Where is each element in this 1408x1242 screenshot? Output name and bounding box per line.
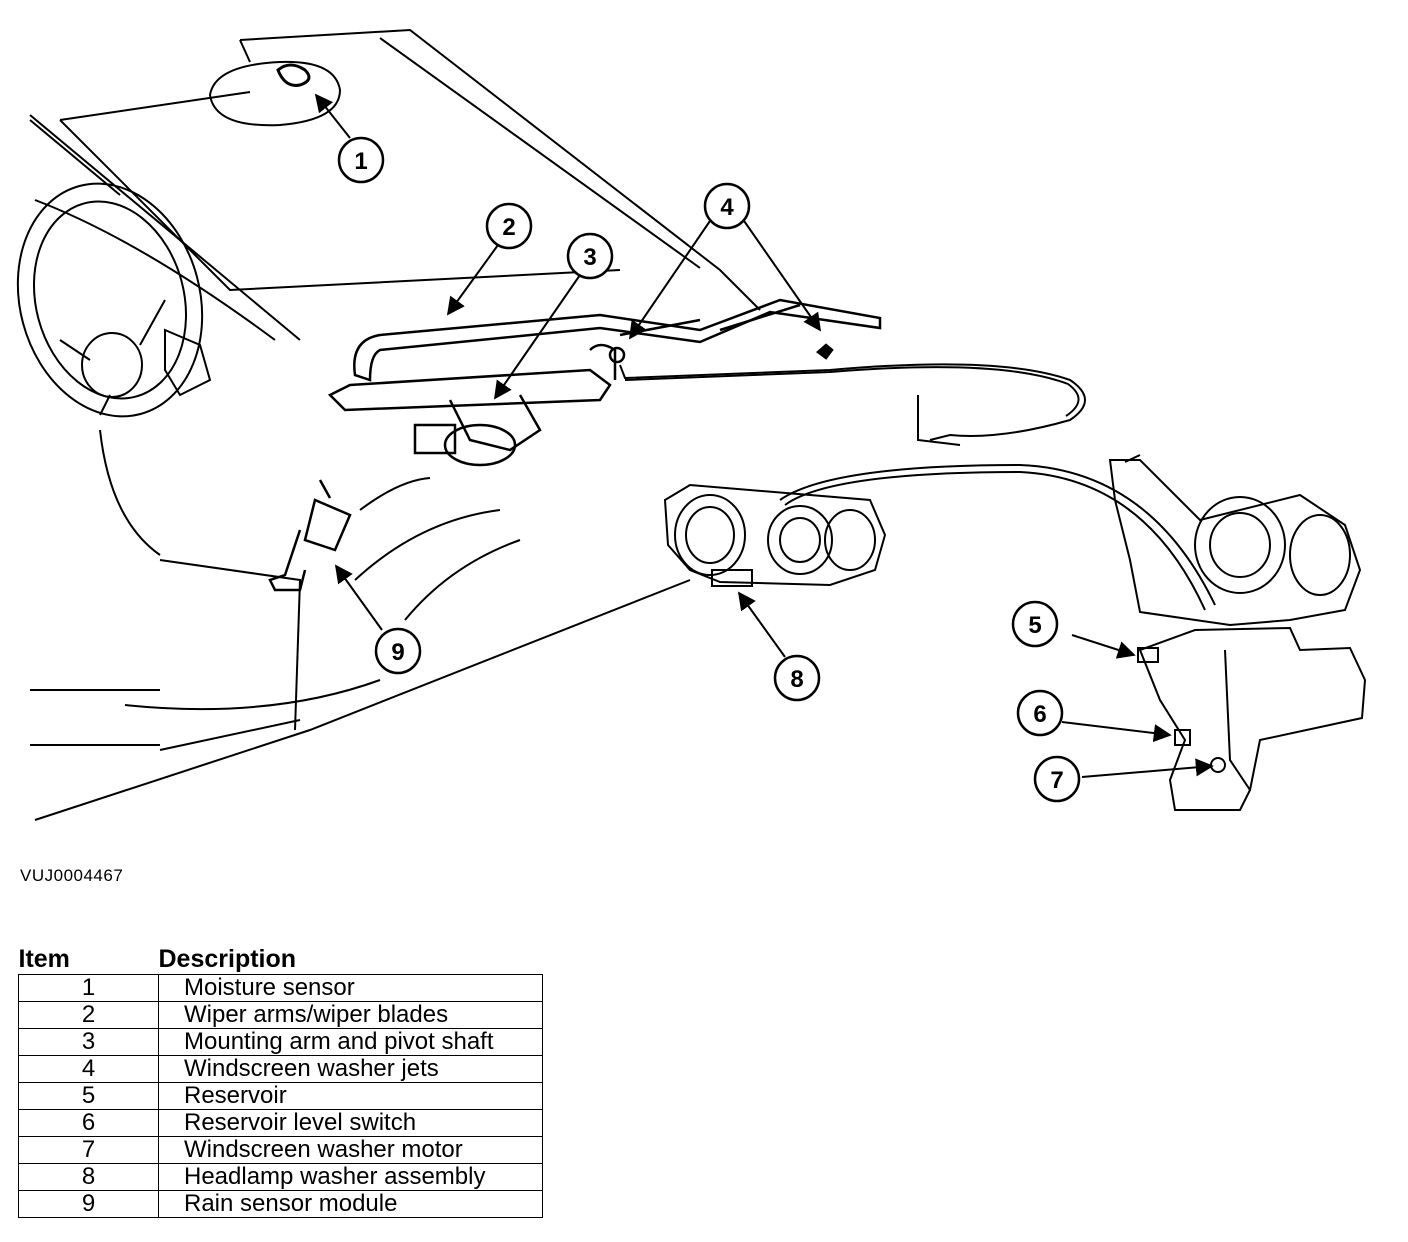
callout-6-label: 6 [1033,701,1046,728]
item-description: Wiper arms/wiper blades [158,1001,543,1029]
callout-3-label: 3 [583,244,596,271]
callout-7-label: 7 [1050,767,1063,794]
callout-8: 8 [773,654,821,702]
headlamp-washer-assembly [663,483,887,587]
item-number: 8 [18,1163,159,1191]
callout-3: 3 [566,232,614,280]
item-number: 9 [18,1190,159,1218]
item-number: 4 [18,1055,159,1083]
callout-2-label: 2 [502,214,515,241]
item-number: 1 [18,974,159,1002]
washer-hose [619,363,1216,611]
item-description: Mounting arm and pivot shaft [158,1028,543,1056]
rain-sensor-module [268,479,352,592]
table-row: 6 Reservoir level switch [18,1109,543,1137]
item-number: 5 [18,1082,159,1110]
rear-view-mirror [208,39,342,127]
table-row: 4 Windscreen washer jets [18,1055,543,1083]
item-description: Windscreen washer jets [158,1055,543,1083]
callout-1: 1 [337,136,385,184]
callout-2: 2 [485,202,533,250]
wiper-washer-diagram: 1 2 3 4 5 6 7 8 9 [16,28,1367,821]
parts-table: Item Description 1 Moisture sensor 2 Wip… [18,944,543,1218]
table-row: 9 Rain sensor module [18,1190,543,1218]
steering-wheel [16,182,212,418]
table-row: 8 Headlamp washer assembly [18,1163,543,1191]
item-description: Reservoir [158,1082,543,1110]
callout-9: 9 [374,627,422,675]
callout-8-label: 8 [790,666,803,693]
figure-code: VUJ0004467 [20,866,124,885]
wiper-assembly [327,298,882,467]
table-row: 7 Windscreen washer motor [18,1136,543,1164]
table-row: 2 Wiper arms/wiper blades [18,1001,543,1029]
item-number: 2 [18,1001,159,1029]
interior-outline [29,28,761,821]
callout-1-label: 1 [354,148,367,175]
callout-4-label: 4 [720,194,734,221]
callout-5: 5 [1011,600,1059,648]
item-description: Reservoir level switch [158,1109,543,1137]
table-header-row: Item Description [19,944,543,975]
item-number: 6 [18,1109,159,1137]
item-description: Windscreen washer motor [158,1136,543,1164]
callout-6: 6 [1016,689,1064,737]
item-description: Headlamp washer assembly [158,1163,543,1191]
callout-4: 4 [703,182,751,230]
table-row: 5 Reservoir [18,1082,543,1110]
leader-lines [314,93,1214,778]
callout-7: 7 [1033,755,1081,803]
callout-9-label: 9 [391,639,404,666]
table-row: 1 Moisture sensor [18,974,543,1002]
item-column-header: Item [18,945,70,973]
item-description: Rain sensor module [158,1190,543,1218]
item-number: 3 [18,1028,159,1056]
reservoir-assembly [1108,454,1367,811]
description-column-header: Description [158,945,297,973]
table-row: 3 Mounting arm and pivot shaft [18,1028,543,1056]
item-number: 7 [18,1136,159,1164]
callout-5-label: 5 [1028,612,1041,639]
item-description: Moisture sensor [158,974,543,1002]
